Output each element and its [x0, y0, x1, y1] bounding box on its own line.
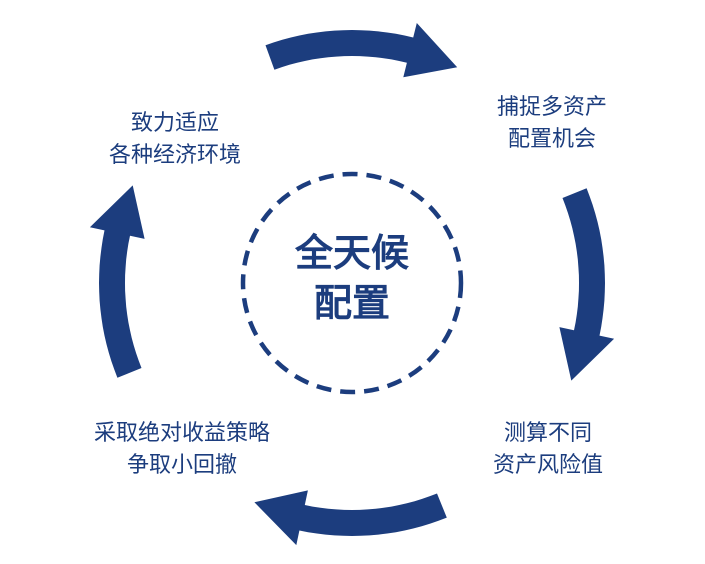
- center-title-line1: 全天候: [294, 231, 410, 275]
- step-4-line1: 致力适应: [130, 111, 220, 136]
- step-1-line2: 配置机会: [507, 127, 597, 152]
- step-2-line2: 资产风险值: [492, 453, 604, 478]
- bottom-arrow-icon: [254, 490, 447, 546]
- step-1-line1: 捕捉多资产: [496, 95, 608, 120]
- step-2-line1: 测算不同: [503, 421, 593, 446]
- center-title: 全天候 配置: [295, 228, 409, 328]
- center-dashed-circle: [240, 171, 464, 395]
- left-arrow-icon: [89, 185, 145, 378]
- step-label-top-right: 捕捉多资产 配置机会: [497, 92, 607, 156]
- step-3-line2: 争取小回撤: [126, 453, 238, 478]
- step-label-bottom-left: 采取绝对收益策略 争取小回撤: [94, 418, 270, 482]
- step-label-bottom-right: 测算不同 资产风险值: [493, 418, 603, 482]
- step-4-line2: 各种经济环境: [108, 143, 242, 168]
- step-label-top-left: 致力适应 各种经济环境: [109, 108, 241, 172]
- center-title-line2: 配置: [313, 281, 391, 325]
- right-arrow-icon: [559, 188, 615, 381]
- top-arrow-icon: [265, 23, 458, 78]
- step-3-line1: 采取绝对收益策略: [93, 421, 271, 446]
